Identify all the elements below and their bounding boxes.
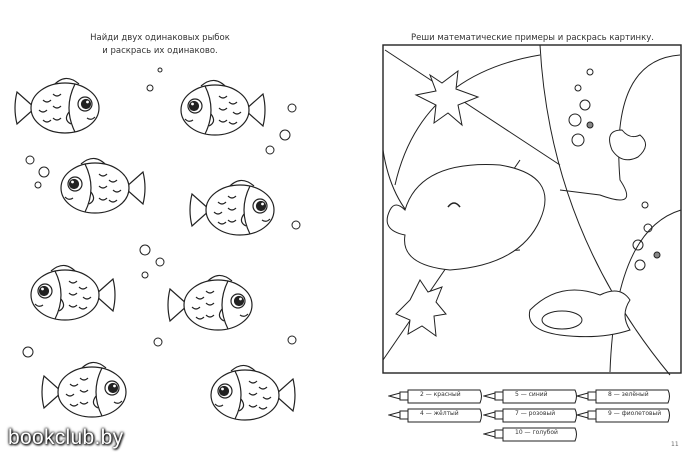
left-title-line-1: Найди двух одинаковых рыбок <box>90 33 230 43</box>
fish-5 <box>30 264 116 321</box>
legend-crayon-green: 8 — зелёный <box>576 389 671 404</box>
bubbles-left <box>22 67 301 358</box>
fish-6 <box>167 274 253 331</box>
fish-2 <box>180 79 266 136</box>
legend-crayon-pink: 7 — розовый <box>483 408 578 423</box>
crayon-icon <box>576 408 670 423</box>
legend-label: 8 — зелёный <box>608 391 649 398</box>
legend-label: 4 — жёлтый <box>420 410 459 417</box>
fish-8 <box>210 364 296 421</box>
left-page-title: Найди двух одинаковых рыбок и раскрась и… <box>60 32 260 58</box>
legend-label: 7 — розовый <box>515 410 556 417</box>
fish-7 <box>41 361 127 418</box>
legend-label: 9 — фиолетовый <box>608 410 662 417</box>
legend-crayon-yellow: 4 — жёлтый <box>388 408 483 423</box>
crayon-icon <box>576 389 670 404</box>
legend-label: 10 — голубой <box>515 429 558 436</box>
watermark: bookclub.by <box>8 426 124 449</box>
legend-label: 5 — синий <box>515 391 548 398</box>
right-page-title: Реши математические примеры и раскрась к… <box>411 33 654 43</box>
page-number: 11 <box>671 441 679 448</box>
legend-crayon-blue: 5 — синий <box>483 389 578 404</box>
legend-label: 2 — красный <box>420 391 461 398</box>
legend-crayon-purple: 9 — фиолетовый <box>576 408 671 423</box>
fish-1 <box>14 77 100 134</box>
fish-3 <box>60 157 146 214</box>
coloring-picture <box>382 44 682 376</box>
crayon-icon <box>483 389 577 404</box>
legend-crayon-lightblue: 10 — голубой <box>483 427 578 442</box>
crayon-icon <box>388 389 482 404</box>
crayon-icon <box>483 427 577 442</box>
crayon-icon <box>388 408 482 423</box>
left-title-line-2: и раскрась их одинаково. <box>102 46 218 56</box>
fish-4 <box>189 179 275 236</box>
crayon-icon <box>483 408 577 423</box>
legend-crayon-red: 2 — красный <box>388 389 483 404</box>
